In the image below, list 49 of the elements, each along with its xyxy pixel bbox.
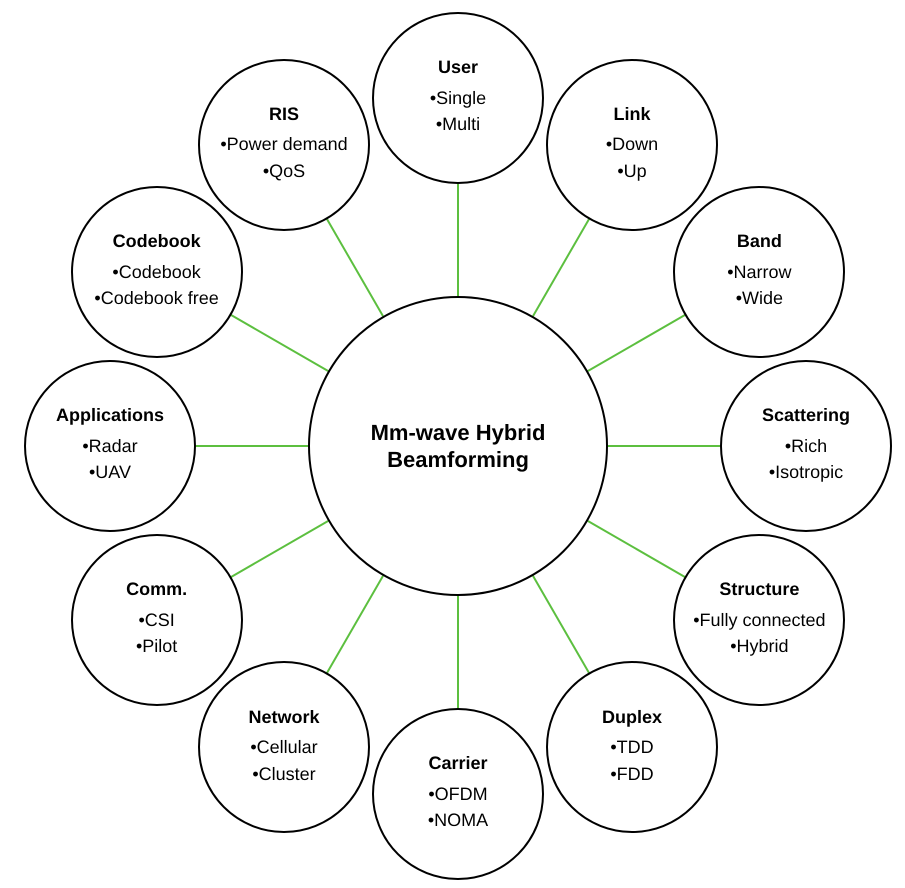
circle-heading: Link [613,102,650,126]
bullet-item: •Down [606,133,658,156]
connector-line [457,184,459,296]
connector-line [532,575,590,674]
connector-line [230,520,329,578]
connector-line [608,445,720,447]
connector-line [196,445,308,447]
circle-heading: Carrier [428,752,488,775]
bullet-item: •Rich [784,434,828,458]
circle-heading: Structure [719,578,800,601]
bullet-item: •Codebook [112,260,201,284]
bullet-item: •OFDM [428,782,488,806]
circle-heading: Scattering [762,404,850,427]
circle-heading: Network [248,706,320,728]
circle-heading: Codebook [112,230,201,253]
bullet-item: •Fully connected [693,608,826,632]
circle-heading: Comm. [126,578,188,601]
bullet-item: •Hybrid [730,635,789,658]
bullet-item: •Cluster [252,762,316,786]
bullet-item: •Power demand [220,133,348,156]
bullet-item: •Single [430,86,486,110]
connector-line [532,218,590,317]
bullet-item: •Isotropic [768,461,844,484]
connector-line [457,596,459,708]
circle-heading: Applications [56,404,164,427]
bullet-item: •NOMA [428,809,488,832]
connector-line [230,314,329,372]
connector-line [326,218,384,317]
connector-line [587,314,686,372]
bullet-item: •Narrow [727,260,792,284]
bullet-item: •FDD [610,762,654,786]
bullet-item: •CSI [138,608,175,632]
connector-line [326,575,384,674]
bullet-item: •Cellular [250,736,318,759]
bullet-item: •QoS [262,160,306,182]
bullet-item: •Pilot [136,635,178,658]
bullet-item: •Codebook free [94,287,219,310]
bullet-item: •Multi [436,113,480,136]
circle-heading: Duplex [602,706,662,728]
bullet-item: •Up [617,160,647,182]
circle-heading: User [438,56,478,79]
title-text: Mm-wave Hybrid Beamforming [370,418,546,474]
circle-heading: Band [736,230,782,253]
bullet-item: •UAV [89,461,131,484]
bullet-item: •Wide [736,287,784,310]
bullet-item: •TDD [610,736,654,759]
bullet-item: •Radar [82,434,138,458]
circle-heading: RIS [268,102,299,126]
connector-line [587,520,686,578]
